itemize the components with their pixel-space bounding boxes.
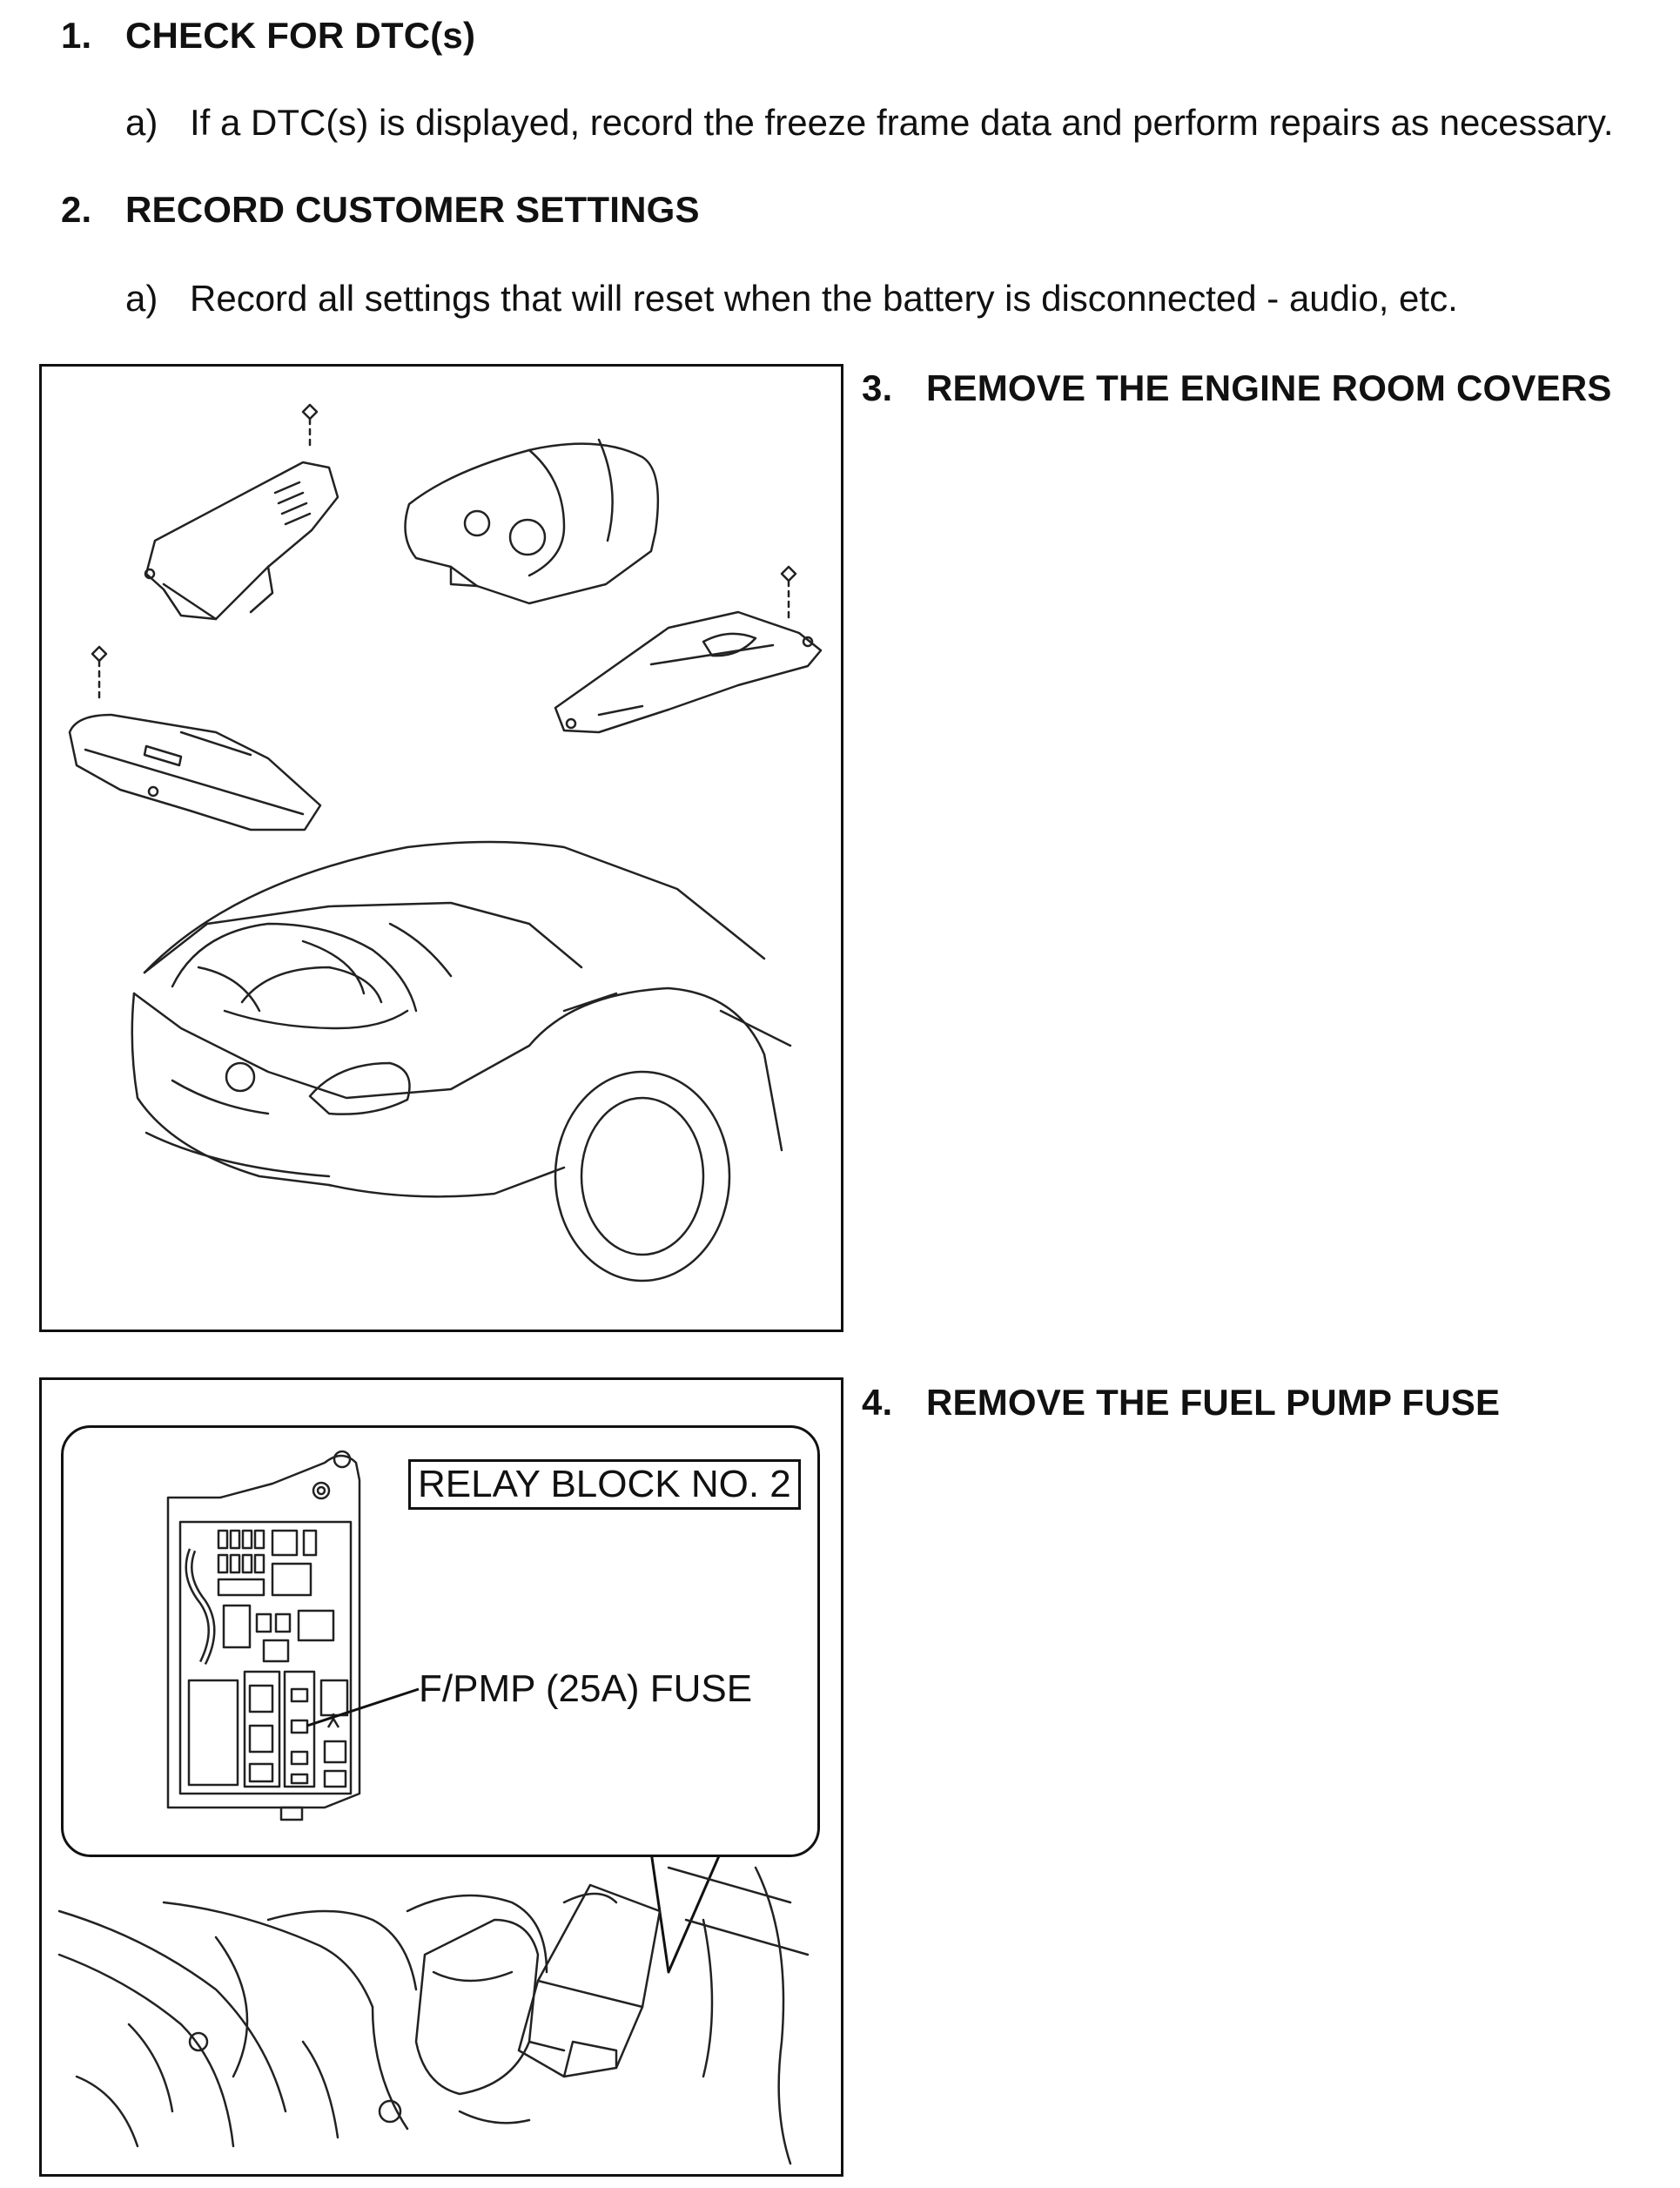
engine-cover [404,442,660,605]
section-4-number: 4. [862,1382,893,1423]
relay-block-illustration [166,1450,420,1821]
section-2-step-a-text: Record all settings that will reset when… [190,278,1458,319]
section-3-title: REMOVE THE ENGINE ROOM COVERS [926,367,1612,408]
right-cover [554,610,823,734]
section-4-heading: 4. REMOVE THE FUEL PUMP FUSE [862,1384,1500,1421]
section-2-number: 2. [61,189,92,230]
fuse-label: F/PMP (25A) FUSE [419,1667,753,1710]
section-2-step-a: a) Record all settings that will reset wh… [125,280,1458,317]
section-1-step-a: a) If a DTC(s) is displayed, record the f… [125,104,1614,141]
section-2-step-a-marker: a) [125,278,158,319]
section-2-title: RECORD CUSTOMER SETTINGS [125,189,700,230]
section-1-title: CHECK FOR DTC(s) [125,15,476,56]
fuel-pump-fuse-figure: RELAY BLOCK NO. 2 F/PMP (25A) FUSE [39,1377,843,2177]
clip-icon [301,403,319,452]
section-1-number: 1. [61,15,92,56]
clip-icon [780,565,797,621]
car-illustration [131,840,792,1283]
engine-room-covers-figure [39,364,843,1332]
section-4-title: REMOVE THE FUEL PUMP FUSE [926,1382,1501,1423]
section-1-step-a-text: If a DTC(s) is displayed, record the fre… [190,102,1614,143]
section-2-heading: 2. RECORD CUSTOMER SETTINGS [61,192,700,228]
relay-block-callout: RELAY BLOCK NO. 2 F/PMP (25A) FUSE [61,1425,820,1857]
section-1-step-a-marker: a) [125,102,158,143]
front-cover [68,713,322,831]
clip-icon [91,645,108,704]
relay-block-label: RELAY BLOCK NO. 2 [408,1459,801,1510]
section-3-heading: 3. REMOVE THE ENGINE ROOM COVERS [862,370,1612,407]
engine-bay-illustration [57,1850,810,2165]
engine-room-covers-illustration [68,403,823,1283]
section-3-number: 3. [862,367,893,408]
left-upper-cover [144,461,339,621]
section-1-heading: 1. CHECK FOR DTC(s) [61,17,475,54]
